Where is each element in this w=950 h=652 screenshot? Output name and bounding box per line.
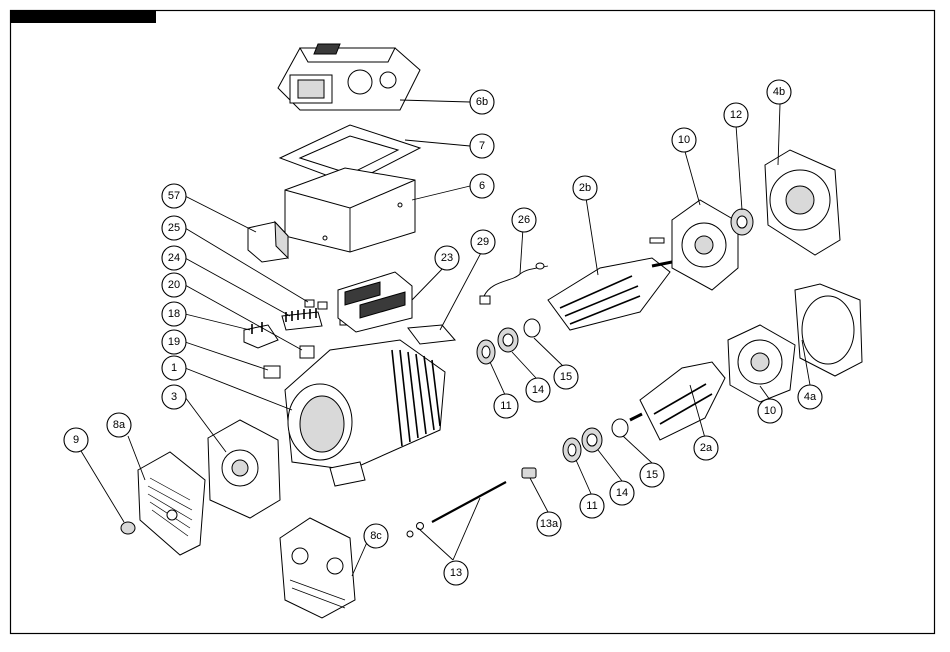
svg-text:6b: 6b [476, 96, 488, 108]
stator-frame-drawing [285, 340, 445, 486]
callout-18: 18 [162, 302, 186, 326]
regulator-23-drawing [338, 272, 412, 332]
svg-text:13: 13 [450, 567, 462, 579]
grille-cover-8a-drawing [138, 452, 205, 555]
tie-rod-13-drawing [407, 482, 506, 537]
svg-text:19: 19 [168, 336, 180, 348]
callout-3: 3 [162, 385, 186, 409]
callout-6b: 6b [470, 90, 494, 114]
rotor-2a-drawing [630, 362, 725, 440]
callout-8a: 8a [107, 413, 131, 437]
bearings-bottom-drawing [563, 419, 628, 462]
callout-6: 6 [470, 174, 494, 198]
callout-2b: 2b [573, 176, 597, 200]
connector-18-drawing [244, 322, 278, 348]
rotor-2b-drawing [548, 258, 672, 330]
callout-7: 7 [470, 134, 494, 158]
callout-2a: 2a [694, 436, 718, 460]
svg-text:23: 23 [441, 252, 453, 264]
callout-11-top: 11 [494, 394, 518, 418]
callout-10-top: 10 [672, 128, 696, 152]
svg-text:6: 6 [479, 180, 485, 192]
callout-15-top: 15 [554, 365, 578, 389]
svg-text:57: 57 [168, 190, 180, 202]
svg-text:25: 25 [168, 222, 180, 234]
parts-artwork [121, 44, 862, 618]
block-20-drawing [300, 346, 314, 358]
callout-20: 20 [162, 273, 186, 297]
callout-9: 9 [64, 428, 88, 452]
spacer-13a-drawing [522, 468, 536, 478]
grille-cover-8c-drawing [280, 518, 355, 618]
svg-text:10: 10 [764, 405, 776, 417]
svg-text:8a: 8a [113, 419, 126, 431]
svg-text:20: 20 [168, 279, 180, 291]
callout-29: 29 [471, 230, 495, 254]
bearings-top-drawing [477, 319, 540, 364]
svg-text:7: 7 [479, 140, 485, 152]
callout-11-bottom: 11 [580, 494, 604, 518]
svg-text:13a: 13a [540, 518, 559, 530]
terminal-strip-drawing [282, 308, 322, 330]
svg-text:10: 10 [678, 134, 690, 146]
callout-25: 25 [162, 216, 186, 240]
callout-10-bottom: 10 [758, 399, 782, 423]
end-shield-3-drawing [208, 420, 280, 518]
header-tab [10, 10, 156, 23]
svg-text:14: 14 [532, 384, 544, 396]
fan-10-bottom-drawing [728, 325, 795, 402]
callout-24: 24 [162, 246, 186, 270]
callout-4a: 4a [798, 385, 822, 409]
callout-12: 12 [724, 103, 748, 127]
callout-26: 26 [512, 208, 536, 232]
callout-4b: 4b [767, 80, 791, 104]
svg-text:14: 14 [616, 487, 628, 499]
wiring-26-drawing [480, 263, 548, 304]
callout-13a: 13a [537, 512, 561, 536]
svg-text:11: 11 [500, 400, 511, 412]
svg-text:3: 3 [171, 391, 177, 403]
callout-23: 23 [435, 246, 459, 270]
callout-57: 57 [162, 184, 186, 208]
svg-text:18: 18 [168, 308, 180, 320]
svg-text:24: 24 [168, 252, 180, 264]
svg-text:4a: 4a [804, 391, 817, 403]
callout-14-bottom: 14 [610, 481, 634, 505]
terminal-box-base-drawing [285, 168, 415, 252]
callout-15-bottom: 15 [640, 463, 664, 487]
svg-text:9: 9 [73, 434, 79, 446]
flange-4a-drawing [795, 284, 862, 376]
svg-text:1: 1 [171, 362, 177, 374]
callout-1: 1 [162, 356, 186, 380]
svg-text:12: 12 [730, 109, 742, 121]
svg-text:4b: 4b [773, 86, 785, 98]
flange-4b-drawing [765, 150, 840, 255]
svg-text:8c: 8c [370, 530, 382, 542]
block-19-drawing [264, 366, 280, 378]
nut-9-drawing [121, 522, 135, 534]
svg-text:15: 15 [560, 371, 572, 383]
module-57-drawing [248, 222, 288, 262]
bearing-12-drawing [731, 209, 753, 235]
cover-plate-29-drawing [408, 325, 455, 344]
svg-text:26: 26 [518, 214, 530, 226]
svg-text:11: 11 [586, 500, 597, 512]
svg-text:2b: 2b [579, 182, 591, 194]
callout-13: 13 [444, 561, 468, 585]
callout-8c: 8c [364, 524, 388, 548]
callout-19: 19 [162, 330, 186, 354]
svg-text:2a: 2a [700, 442, 713, 454]
svg-text:15: 15 [646, 469, 658, 481]
terminal-box-cover-drawing [278, 44, 420, 110]
callout-14-top: 14 [526, 378, 550, 402]
svg-text:29: 29 [477, 236, 489, 248]
